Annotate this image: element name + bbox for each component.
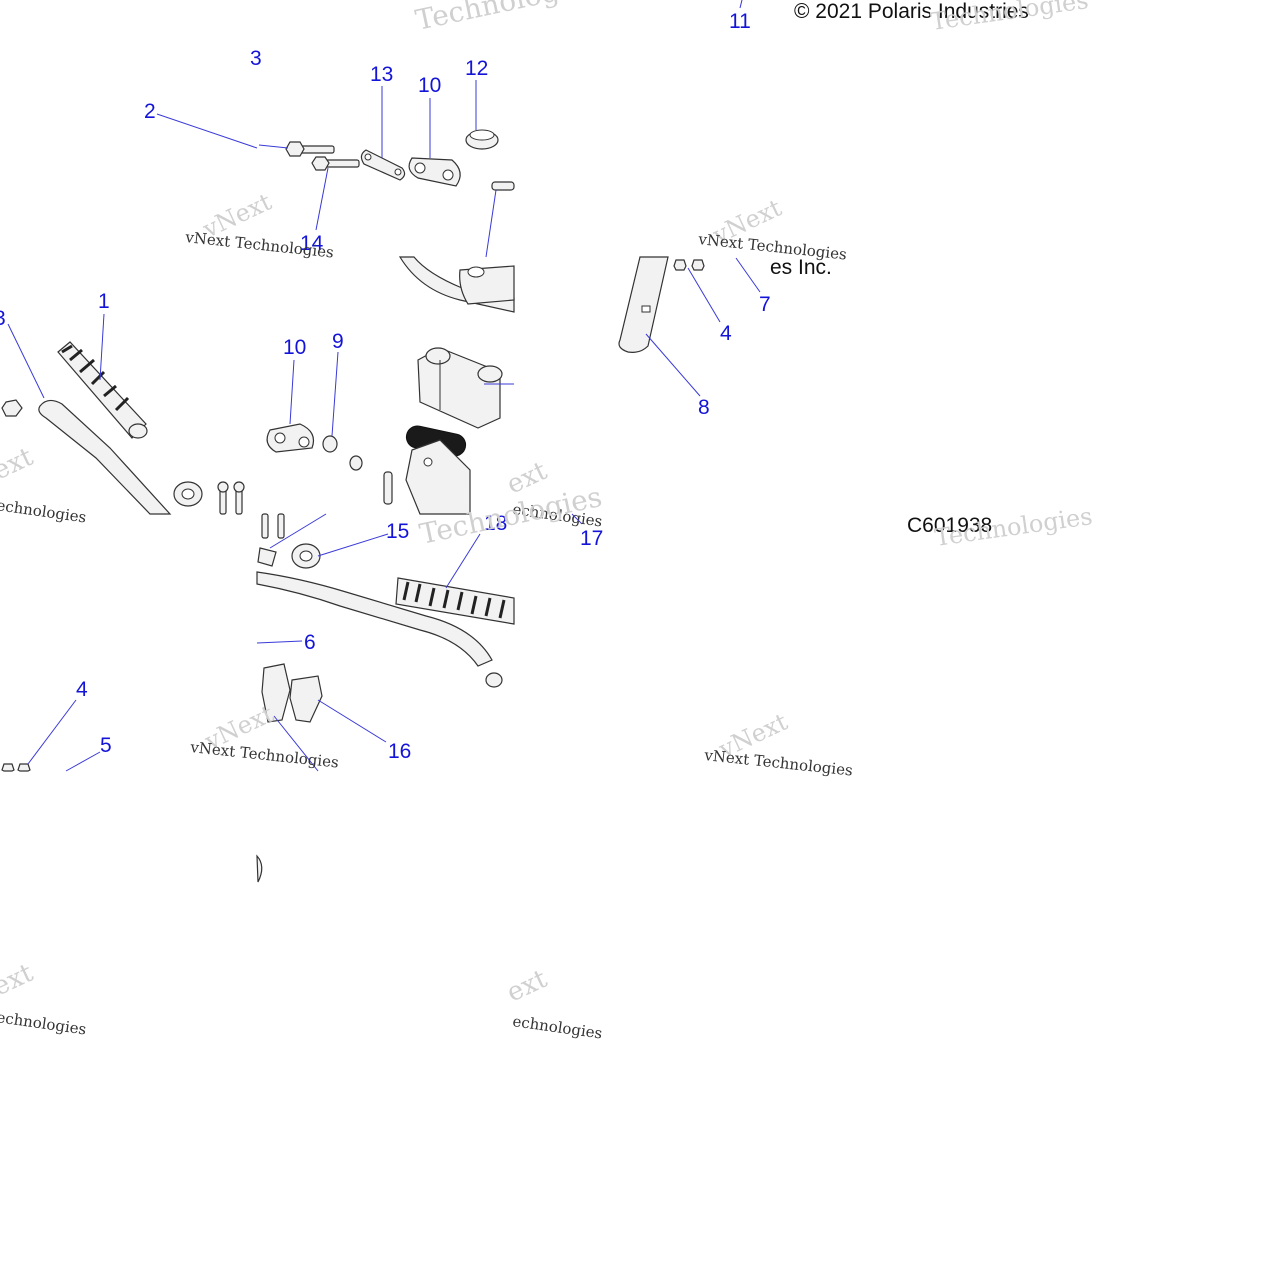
clamp-part xyxy=(266,423,315,453)
callout-2: 2 xyxy=(144,100,156,123)
handlebar-grip-part xyxy=(395,577,515,625)
callout-9: 9 xyxy=(332,330,344,353)
handlebar-riser-part xyxy=(405,425,471,515)
callout-1: 1 xyxy=(98,290,110,313)
bolt-pair-part xyxy=(1,763,31,772)
clamp-ring-part xyxy=(291,543,321,569)
copyright-text: © 2021 Polaris Industries xyxy=(794,0,1029,23)
bolt-part xyxy=(285,141,335,157)
spacer-ring-part xyxy=(465,129,499,150)
handlebar-clamp-part xyxy=(408,157,461,187)
bolt-pair-part xyxy=(217,481,245,515)
tile-center: 10 9 xyxy=(266,256,515,515)
callout-5: 5 xyxy=(100,734,112,757)
callout-10-top: 10 xyxy=(418,74,441,97)
callout-17: 17 xyxy=(580,527,603,550)
copyright-fragment: es Inc. xyxy=(770,256,832,279)
clamp-plate-part xyxy=(360,149,406,181)
callout-15: 15 xyxy=(386,520,409,543)
callout-4-left: 4 xyxy=(76,678,88,701)
switch-cover-part xyxy=(261,663,323,723)
bolt-part xyxy=(311,156,360,171)
nut-part xyxy=(322,435,363,471)
bolt-part xyxy=(383,471,393,505)
clamp-ring-part xyxy=(173,481,203,507)
handlebar-grip-part xyxy=(57,341,148,439)
callout-13: 13 xyxy=(370,63,393,86)
bolt-pair-part xyxy=(673,259,705,271)
callout-6: 6 xyxy=(304,631,316,654)
callout-4-right: 4 xyxy=(720,322,732,345)
nut-part xyxy=(1,399,23,417)
handlebar-part xyxy=(256,571,503,688)
callout-7: 7 xyxy=(759,293,771,316)
callout-3: 3 xyxy=(0,307,6,330)
drawing-number: C601938 xyxy=(907,514,992,537)
callout-10-mid: 10 xyxy=(283,336,306,359)
steering-post-part xyxy=(618,256,669,353)
bolt-pair-part xyxy=(257,513,285,567)
riser-block-part xyxy=(417,347,503,429)
callout-8: 8 xyxy=(698,396,710,419)
upper-clamp-part xyxy=(459,265,515,305)
pin-part xyxy=(491,181,515,191)
callout-18: 18 xyxy=(484,512,507,535)
callout-12: 12 xyxy=(465,57,488,80)
callout-14: 14 xyxy=(300,232,324,255)
callout-3-top: 3 xyxy=(250,47,262,70)
handlebar-part xyxy=(38,399,172,515)
callout-11: 11 xyxy=(729,10,751,33)
callout-16: 16 xyxy=(388,740,411,763)
